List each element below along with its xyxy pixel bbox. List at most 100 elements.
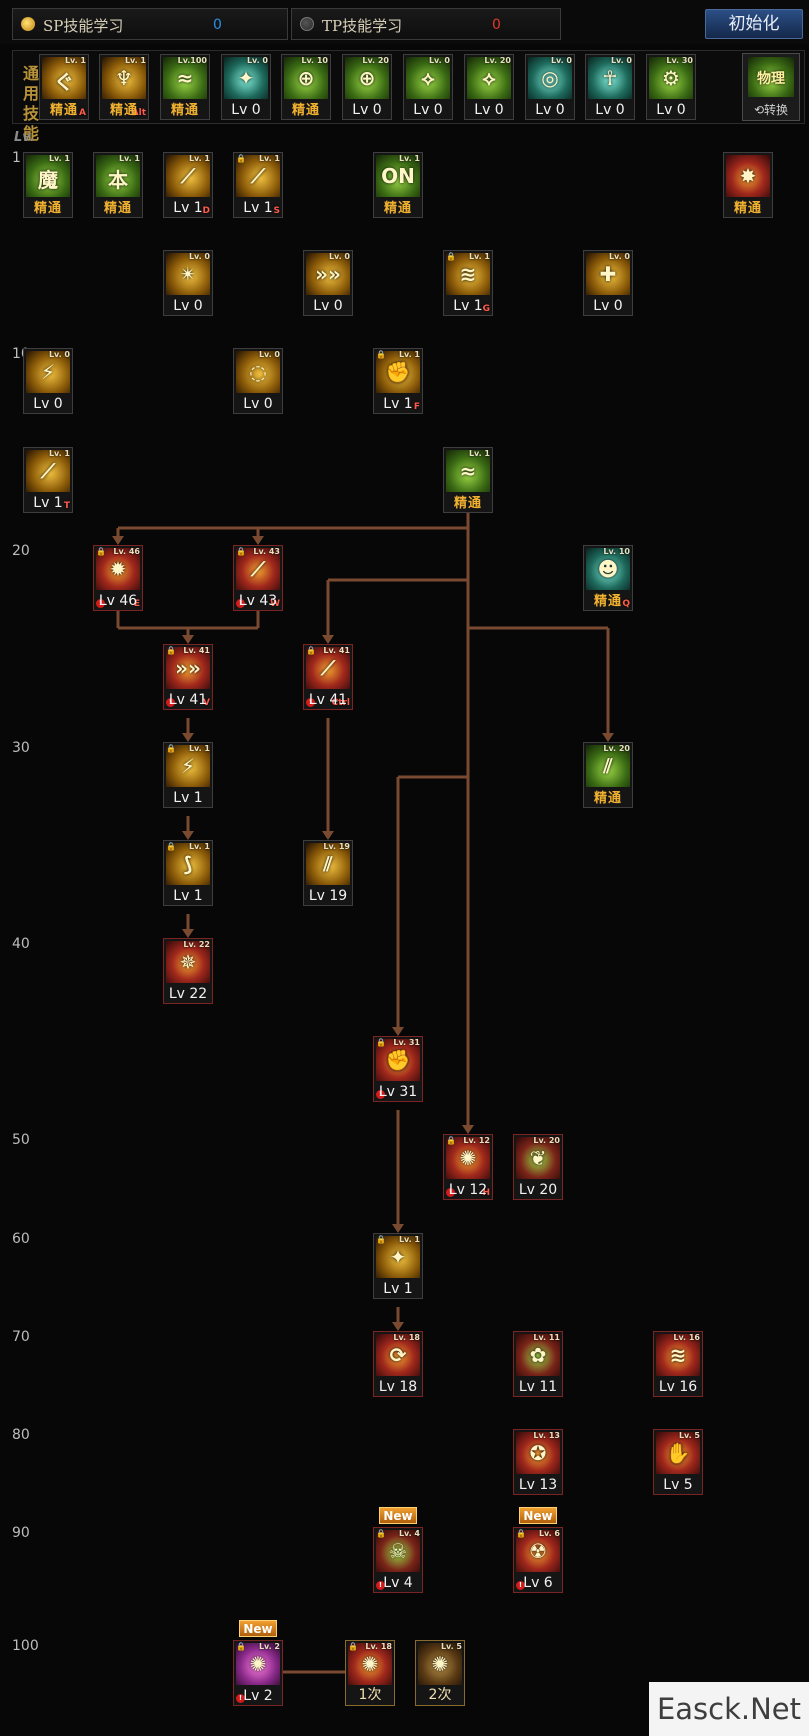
lock-icon: 🔒 <box>166 842 176 851</box>
lock-icon: 🔒 <box>376 350 386 359</box>
tp-learn-tab[interactable]: TP技能学习 0 <box>291 8 561 40</box>
alert-icon: ! <box>236 599 245 608</box>
skill-level-tag: Lv. 10 <box>301 56 328 65</box>
skill-s29[interactable]: ✦Lv. 1🔒Lv 1 <box>373 1233 423 1299</box>
skill-level-tag: Lv. 43 <box>253 547 280 556</box>
skill-level-caption: Lv 1 <box>243 200 273 216</box>
swap-type-button[interactable]: 物理 ⟲转换 <box>742 53 800 121</box>
skill-level-tag: Lv. 5 <box>678 1431 700 1440</box>
skill-s37[interactable]: ✺Lv. 2🔒!Lv 2 <box>233 1640 283 1706</box>
skill-icon: ✚ <box>586 253 630 295</box>
alert-icon: ! <box>516 1581 525 1590</box>
skill-icon: ≈ <box>446 450 490 492</box>
skill-level-caption: Lv 18 <box>378 1379 418 1395</box>
skill-icon: ⫽ <box>306 843 350 885</box>
skill-s26[interactable]: ✊Lv. 31🔒!Lv 31 <box>373 1036 423 1102</box>
reset-button[interactable]: 初始化 <box>705 9 803 39</box>
skill-s36[interactable]: ☢Lv. 6🔒!Lv 6 <box>513 1527 563 1593</box>
skill-level-caption: 精通 <box>170 103 199 118</box>
skill-level-tag: Lv. 10 <box>603 547 630 556</box>
skill-s21[interactable]: ⚡Lv. 1🔒Lv 1 <box>163 742 213 808</box>
lock-icon: 🔒 <box>376 1529 386 1538</box>
level-row-label: 40 <box>12 936 30 952</box>
skill-level-tag: Lv. 20 <box>533 1136 560 1145</box>
skill-icon: ⚙ <box>649 57 693 99</box>
hotkey-label: G <box>482 304 490 314</box>
level-row-label: 20 <box>12 543 30 559</box>
skill-icon: ぐ <box>42 57 86 99</box>
skill-icon: ⚡ <box>26 351 70 393</box>
skill-icon: ✊ <box>376 1039 420 1081</box>
skill-level-tag: Lv. 0 <box>608 252 630 261</box>
skill-icon: ◌ <box>236 351 280 393</box>
sp-learn-tab[interactable]: SP技能学习 0 <box>12 8 288 40</box>
skill-s23[interactable]: ⟆Lv. 1🔒Lv 1 <box>163 840 213 906</box>
skill-icon: »» <box>166 647 210 689</box>
skill-s6[interactable]: ✸精通 <box>723 152 773 218</box>
skill-icon: ⟳ <box>376 1334 420 1376</box>
hotkey-label: W <box>270 599 280 609</box>
lock-icon: 🔒 <box>516 1529 526 1538</box>
skill-s38[interactable]: ✺Lv. 18🔒1次 <box>345 1640 395 1706</box>
alert-icon: ! <box>376 1581 385 1590</box>
skill-icon: ⫽ <box>586 745 630 787</box>
skill-level-caption: Lv 0 <box>173 298 203 314</box>
skill-icon: ✺ <box>236 1643 280 1685</box>
skill-icon: ✿ <box>516 1334 560 1376</box>
skill-level-caption: 2次 <box>428 1687 452 1703</box>
skill-icon: ❦ <box>516 1137 560 1179</box>
lock-icon: 🔒 <box>166 646 176 655</box>
skill-level-caption: 精通 <box>383 201 412 216</box>
skill-s35[interactable]: ☠Lv. 4🔒!Lv 4 <box>373 1527 423 1593</box>
skill-level-tag: Lv. 1 <box>258 154 280 163</box>
skill-level-tag: Lv. 1 <box>188 744 210 753</box>
connector-arrow <box>182 929 194 938</box>
level-row-label: 70 <box>12 1329 30 1345</box>
hotkey-label: D <box>202 206 210 216</box>
skill-icon: ♆ <box>102 57 146 99</box>
